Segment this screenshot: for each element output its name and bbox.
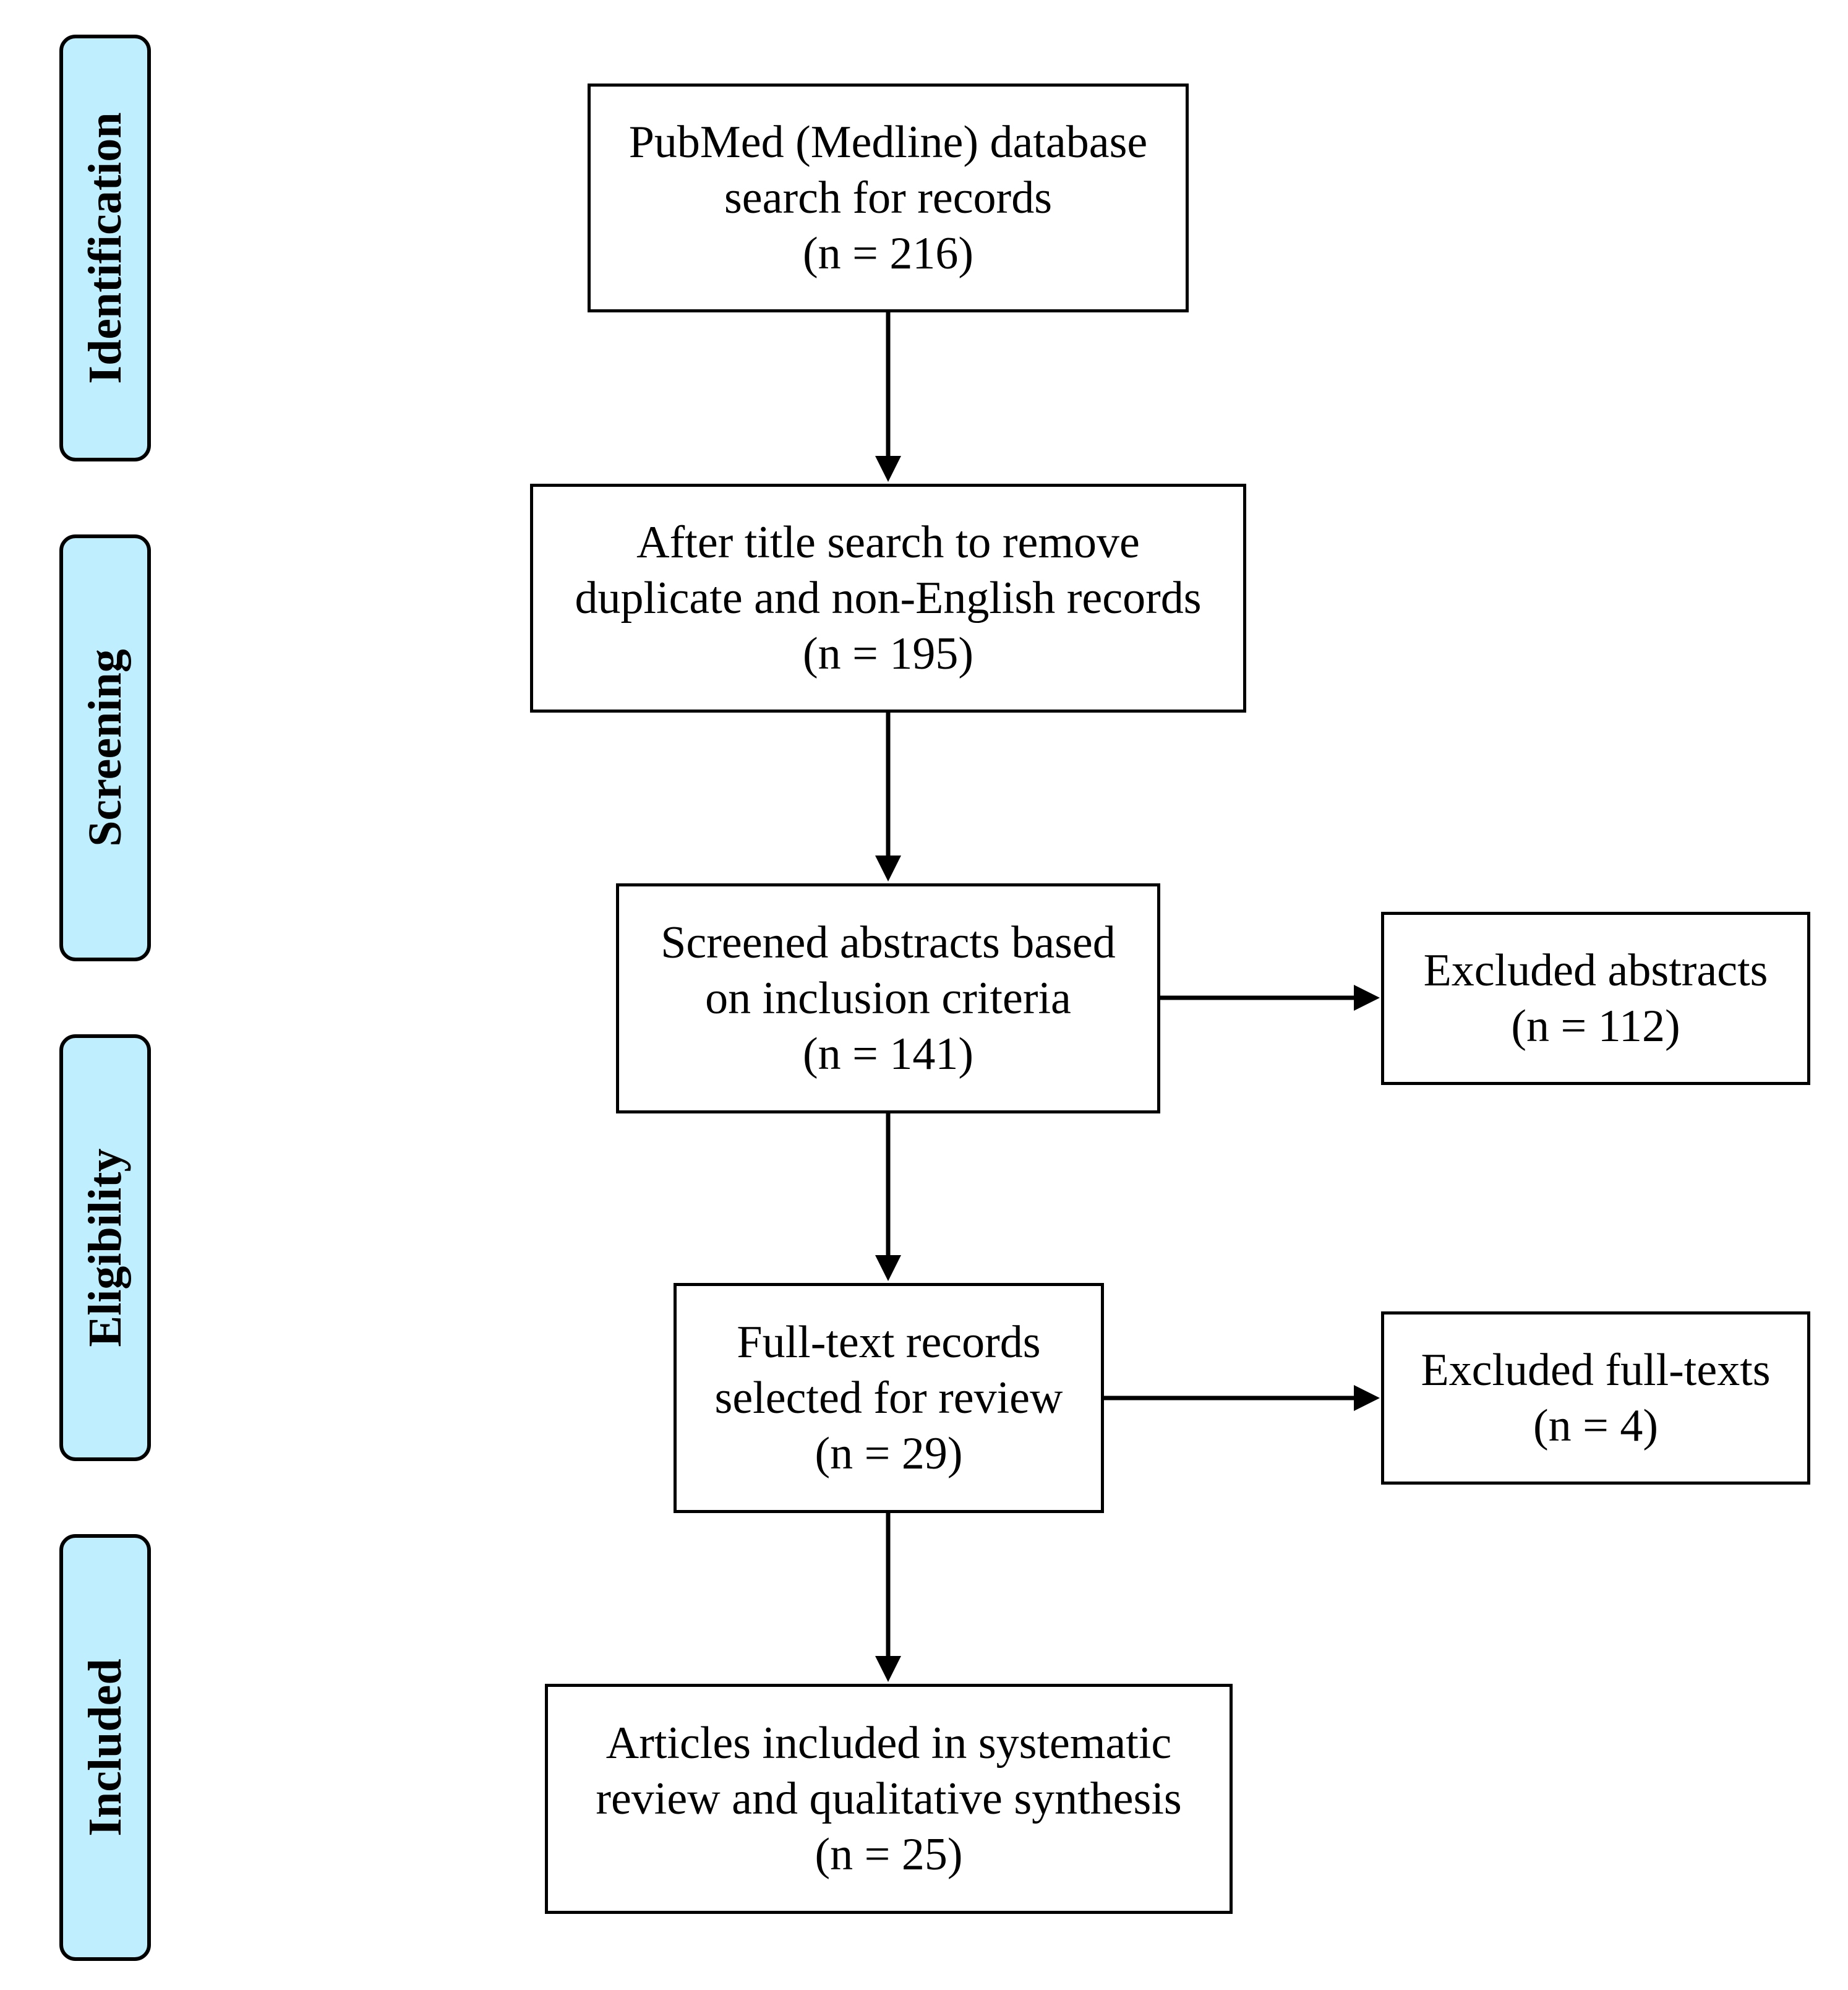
phase-eligibility: Eligibility [59,1034,151,1461]
box-included-line-1: Articles included in systematic [605,1718,1172,1769]
phase-included: Included [59,1534,151,1961]
box-excluded-abstracts: Excluded abstracts (n = 112) [1381,912,1810,1085]
box-full-text-records: Full-text records selected for review (n… [674,1283,1104,1513]
box-excluded-fulltexts-count: (n = 4) [1533,1400,1659,1451]
box-screened-abstracts: Screened abstracts based on inclusion cr… [616,883,1160,1113]
box-articles-included: Articles included in systematic review a… [545,1684,1233,1914]
box-title-search: After title search to remove duplicate a… [530,484,1246,713]
box-excluded-abstracts-line-1: Excluded abstracts [1423,945,1768,996]
box-excluded-abstracts-count: (n = 112) [1511,1001,1680,1052]
box-screened-count: (n = 141) [802,1029,974,1079]
box-screened-line-2: on inclusion criteria [705,973,1071,1024]
box-excluded-fulltexts-line-1: Excluded full-texts [1421,1345,1771,1396]
box-title-search-count: (n = 195) [802,628,974,679]
box-pubmed-search: PubMed (Medline) database search for rec… [588,84,1189,312]
box-pubmed-count: (n = 216) [802,228,974,279]
phase-screening: Screening [59,534,151,961]
box-title-search-line-2: duplicate and non-English records [575,573,1202,624]
box-included-line-2: review and qualitative synthesis [596,1773,1182,1824]
box-title-search-line-1: After title search to remove [636,517,1140,568]
box-full-text-line-1: Full-text records [737,1317,1041,1368]
box-included-count: (n = 25) [815,1829,963,1880]
box-excluded-fulltexts: Excluded full-texts (n = 4) [1381,1311,1810,1485]
box-pubmed-line-2: search for records [724,173,1053,223]
phase-identification: Identification [59,35,151,461]
box-full-text-count: (n = 29) [815,1428,963,1479]
box-full-text-line-2: selected for review [714,1373,1063,1423]
box-pubmed-line-1: PubMed (Medline) database [628,117,1148,168]
box-screened-line-1: Screened abstracts based [661,917,1116,968]
